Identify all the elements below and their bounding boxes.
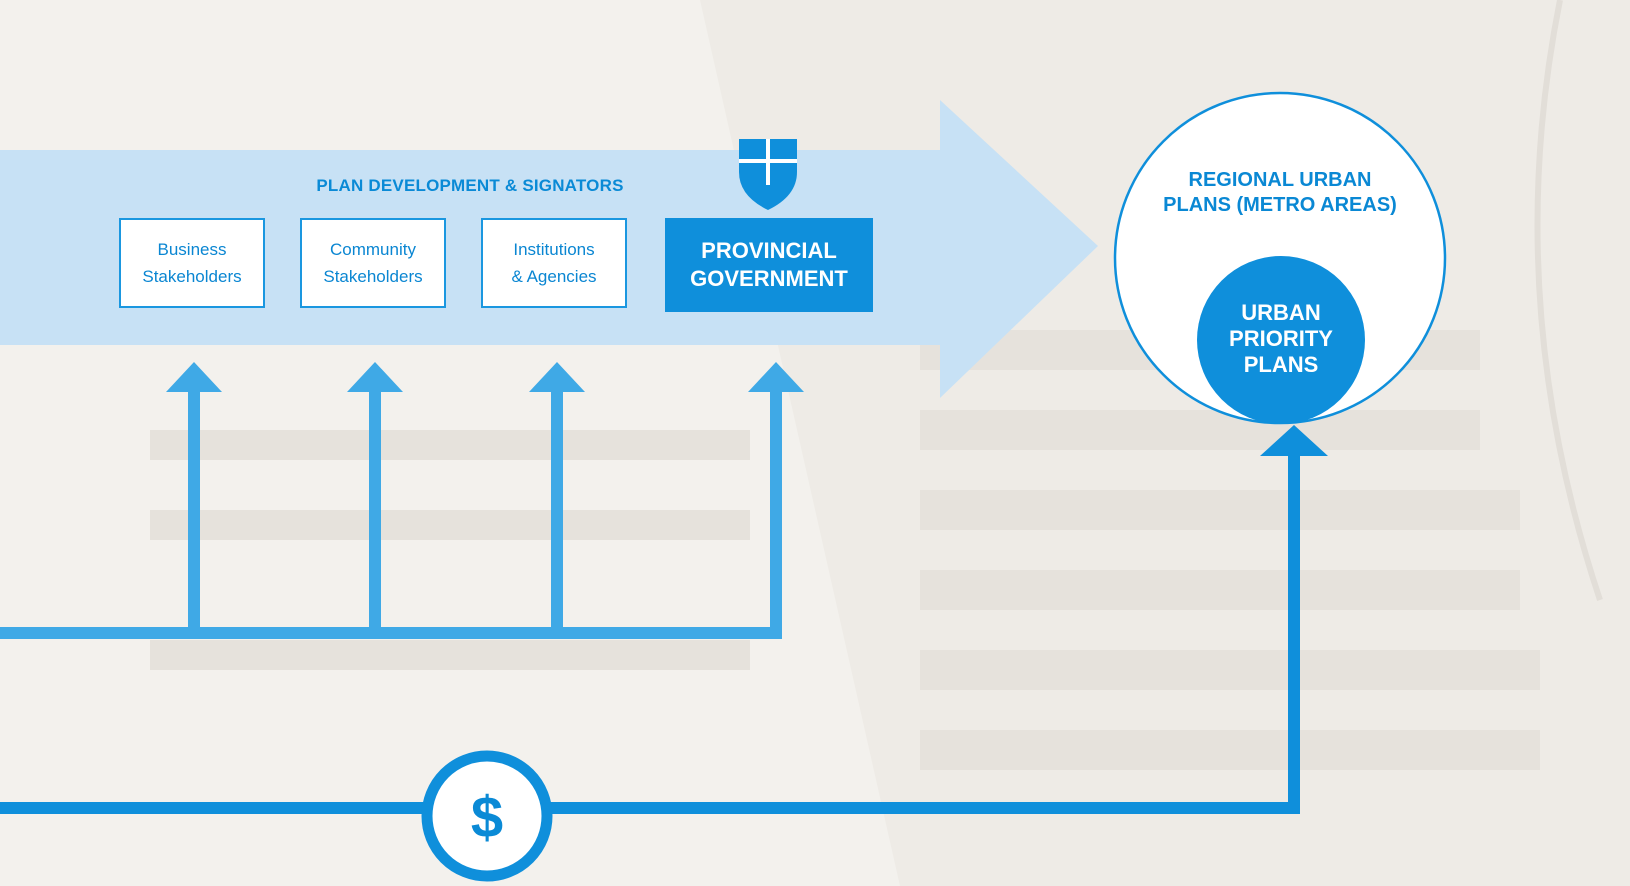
institutions-agencies-box: Institutions & Agencies — [481, 218, 627, 308]
funding-line — [0, 425, 1328, 814]
regional-plans-title: REGIONAL URBAN PLANS (METRO AREAS) — [1163, 169, 1397, 216]
community-stakeholders-box: Community Stakeholders — [300, 218, 446, 308]
arrowhead-up-icon — [529, 362, 585, 392]
arrowhead-up-icon — [166, 362, 222, 392]
arrowhead-up-icon — [347, 362, 403, 392]
provincial-government-box: PROVINCIAL GOVERNMENT — [665, 218, 873, 312]
arrowhead-up-icon — [1260, 425, 1328, 456]
plan-development-title: PLAN DEVELOPMENT & SIGNATORS — [316, 176, 624, 195]
connector-lines — [0, 362, 804, 639]
shield-cross-icon — [739, 139, 797, 210]
arrowhead-up-icon — [748, 362, 804, 392]
business-stakeholders-box: Business Stakeholders — [119, 218, 265, 308]
urban-priority-circle — [1197, 256, 1365, 424]
dollar-icon — [421, 750, 553, 882]
dollar-symbol: $ — [470, 784, 504, 850]
urban-priority-title: URBAN PRIORITY PLANS — [1229, 300, 1333, 377]
